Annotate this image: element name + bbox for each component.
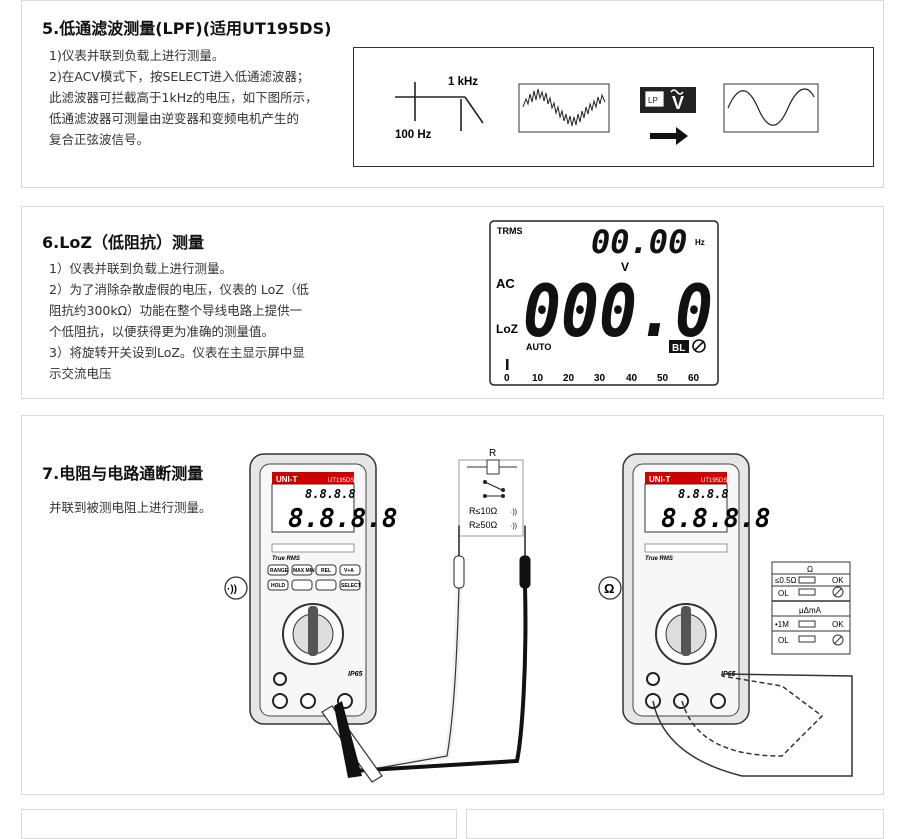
- table-cell: OL: [778, 589, 789, 598]
- ohm-symbol: Ω: [604, 581, 614, 596]
- lpf-mini-icon: LP: [648, 96, 658, 105]
- scale-tick-label: 50: [657, 373, 669, 384]
- meter-brand: UNI-T: [276, 475, 297, 484]
- resistance-illustration: UNI-T UT195DS 8.8.8.8 8.8.8.8 True RMS R…: [224, 448, 853, 783]
- table-cell: •1M: [775, 620, 789, 629]
- meter-button-select: SELECT: [341, 583, 361, 589]
- table-cell: OK: [832, 620, 844, 629]
- desc-line: 3）将旋转开关设到LoZ。仪表在主显示屏中显: [49, 345, 305, 360]
- lcd-power-icon: [692, 339, 706, 353]
- meter-small-digits: 8.8.8.8: [305, 487, 356, 501]
- lpf-button-label: V: [672, 93, 684, 113]
- section-loz-description: 1）仪表并联到负载上进行测量。 2）为了消除杂散虚假的电压，仪表的 LoZ（低 …: [49, 258, 309, 384]
- multimeter-right: UNI-T UT195DS 8.8.8.8 8.8.8.8 True RMS I…: [622, 453, 771, 725]
- continuity-icon: ·)): [224, 576, 248, 600]
- scale-tick-label: 30: [594, 373, 606, 384]
- lcd-small-digits: 00.00: [591, 223, 687, 261]
- meter-main-digits: 8.8.8.8: [661, 504, 771, 534]
- continuity-symbol: ·)): [227, 584, 237, 595]
- multimeter-left: UNI-T UT195DS 8.8.8.8 8.8.8.8 True RMS R…: [249, 453, 398, 725]
- scale-tick-label: 10: [532, 373, 544, 384]
- sine-wave-icon: [727, 88, 815, 126]
- lpf-diagram: 1 kHz 100 Hz LP V: [353, 47, 874, 167]
- no-icon: [832, 586, 844, 598]
- next-section-card-left: [21, 809, 457, 839]
- next-section-card-right: [466, 809, 884, 839]
- table-cell: ≤0.5Ω: [775, 576, 797, 585]
- meter-true-rms: True RMS: [272, 556, 300, 562]
- section-resistance-description: 并联到被测电阻上进行测量。: [49, 497, 212, 518]
- meter-model: UT195DS: [328, 478, 354, 484]
- desc-line: 并联到被测电阻上进行测量。: [49, 500, 212, 515]
- lcd-bl: BL: [672, 343, 685, 354]
- scale-tick-label: 40: [626, 373, 638, 384]
- probe-leads: [321, 525, 531, 783]
- right-test-leads: [652, 673, 853, 777]
- desc-line: 阻抗约300kΩ）功能在整个导线电路上提供一: [49, 303, 303, 318]
- resistor-rule-1: R≤10Ω: [469, 506, 497, 516]
- scale-tick-label: 20: [563, 373, 575, 384]
- lcd-loz: LoZ: [496, 322, 518, 336]
- section-lpf-title: 5.低通滤波测量(LPF)(适用UT195DS): [42, 19, 332, 38]
- lcd-scale: 0 10 20 30 40 50 60: [504, 373, 700, 384]
- section-resistance-card: 7.电阻与电路通断测量 并联到被测电阻上进行测量。 UNI-: [21, 415, 884, 795]
- lcd-hz: Hz: [695, 238, 705, 247]
- lcd-trms: TRMS: [497, 226, 523, 236]
- section-loz-card: 6.LoZ（低阻抗）测量 1）仪表并联到负载上进行测量。 2）为了消除杂散虚假的…: [21, 206, 884, 399]
- lcd-auto: AUTO: [526, 342, 551, 352]
- desc-line: 1）仪表并联到负载上进行测量。: [49, 261, 232, 276]
- table-header-2: μΔmA: [799, 606, 822, 615]
- label-100hz: 100 Hz: [395, 129, 432, 141]
- lcd-bar-marker: [506, 359, 509, 370]
- section-resistance-title: 7.电阻与电路通断测量: [42, 464, 204, 483]
- table-cell: OL: [778, 636, 789, 645]
- resistor-label: R: [489, 448, 496, 459]
- scale-tick-label: 0: [504, 373, 510, 384]
- loz-lcd-display: TRMS 00.00 Hz V AC 000.0 LoZ AUTO BL 0 1…: [489, 220, 719, 386]
- svg-text:·)): ·)): [510, 509, 517, 516]
- section-loz-title: 6.LoZ（低阻抗）测量: [42, 233, 205, 252]
- svg-text:·)): ·)): [510, 523, 517, 530]
- ohm-icon: Ω: [598, 576, 622, 600]
- table-header-1: Ω: [807, 565, 813, 574]
- meter-brand: UNI-T: [649, 475, 670, 484]
- desc-line: 1)仪表并联到负载上进行测量。: [49, 48, 225, 63]
- section-lpf-description: 1)仪表并联到负载上进行测量。 2)在ACV模式下，按SELECT进入低通滤波器…: [49, 45, 318, 150]
- arrow-right-icon: [650, 127, 688, 145]
- lcd-ac: AC: [496, 276, 515, 291]
- scale-tick-label: 60: [688, 373, 700, 384]
- meter-main-digits: 8.8.8.8: [288, 504, 398, 534]
- desc-line: 个低阻抗，以便获得更为准确的测量值。: [49, 324, 275, 339]
- section-lpf-card: 5.低通滤波测量(LPF)(适用UT195DS) 1)仪表并联到负载上进行测量。…: [21, 0, 884, 188]
- meter-button-va: V+A: [344, 568, 354, 574]
- meter-button-hold: HOLD: [271, 583, 286, 589]
- lcd-v: V: [621, 260, 629, 274]
- table-cell: OK: [832, 576, 844, 585]
- meter-button-rel: REL: [321, 568, 331, 574]
- no-icon: [832, 634, 844, 646]
- desc-line: 2）为了消除杂散虚假的电压，仪表的 LoZ（低: [49, 282, 309, 297]
- meter-button-maxmin: MAX MIN: [293, 568, 315, 574]
- meter-true-rms: True RMS: [645, 556, 673, 562]
- desc-line: 示交流电压: [49, 366, 112, 381]
- desc-line: 复合正弦波信号。: [49, 132, 150, 147]
- filter-response-curve: [395, 82, 484, 131]
- meter-small-digits: 8.8.8.8: [678, 487, 729, 501]
- meter-ip: IP65: [348, 671, 363, 678]
- resistor-panel: R R≤10Ω R≥50Ω ·)) ·)): [458, 448, 524, 537]
- lcd-main-digits: 000.0: [523, 269, 713, 353]
- desc-line: 此滤波器可拦截高于1kHz的电压，如下图所示，: [49, 90, 318, 105]
- resistor-rule-2: R≥50Ω: [469, 520, 497, 530]
- lcd-bl-badge: [669, 340, 689, 353]
- meter-model: UT195DS: [701, 478, 727, 484]
- ok-ol-table: Ω ≤0.5Ω OK OL μΔmA •1M OK OL: [771, 561, 851, 655]
- desc-line: 低通滤波器可测量由逆变器和变频电机产生的: [49, 111, 300, 126]
- label-1khz: 1 kHz: [448, 76, 478, 88]
- meter-button-range: RANGE: [270, 568, 289, 574]
- desc-line: 2)在ACV模式下，按SELECT进入低通滤波器；: [49, 69, 310, 84]
- noisy-wave-icon: [522, 88, 606, 127]
